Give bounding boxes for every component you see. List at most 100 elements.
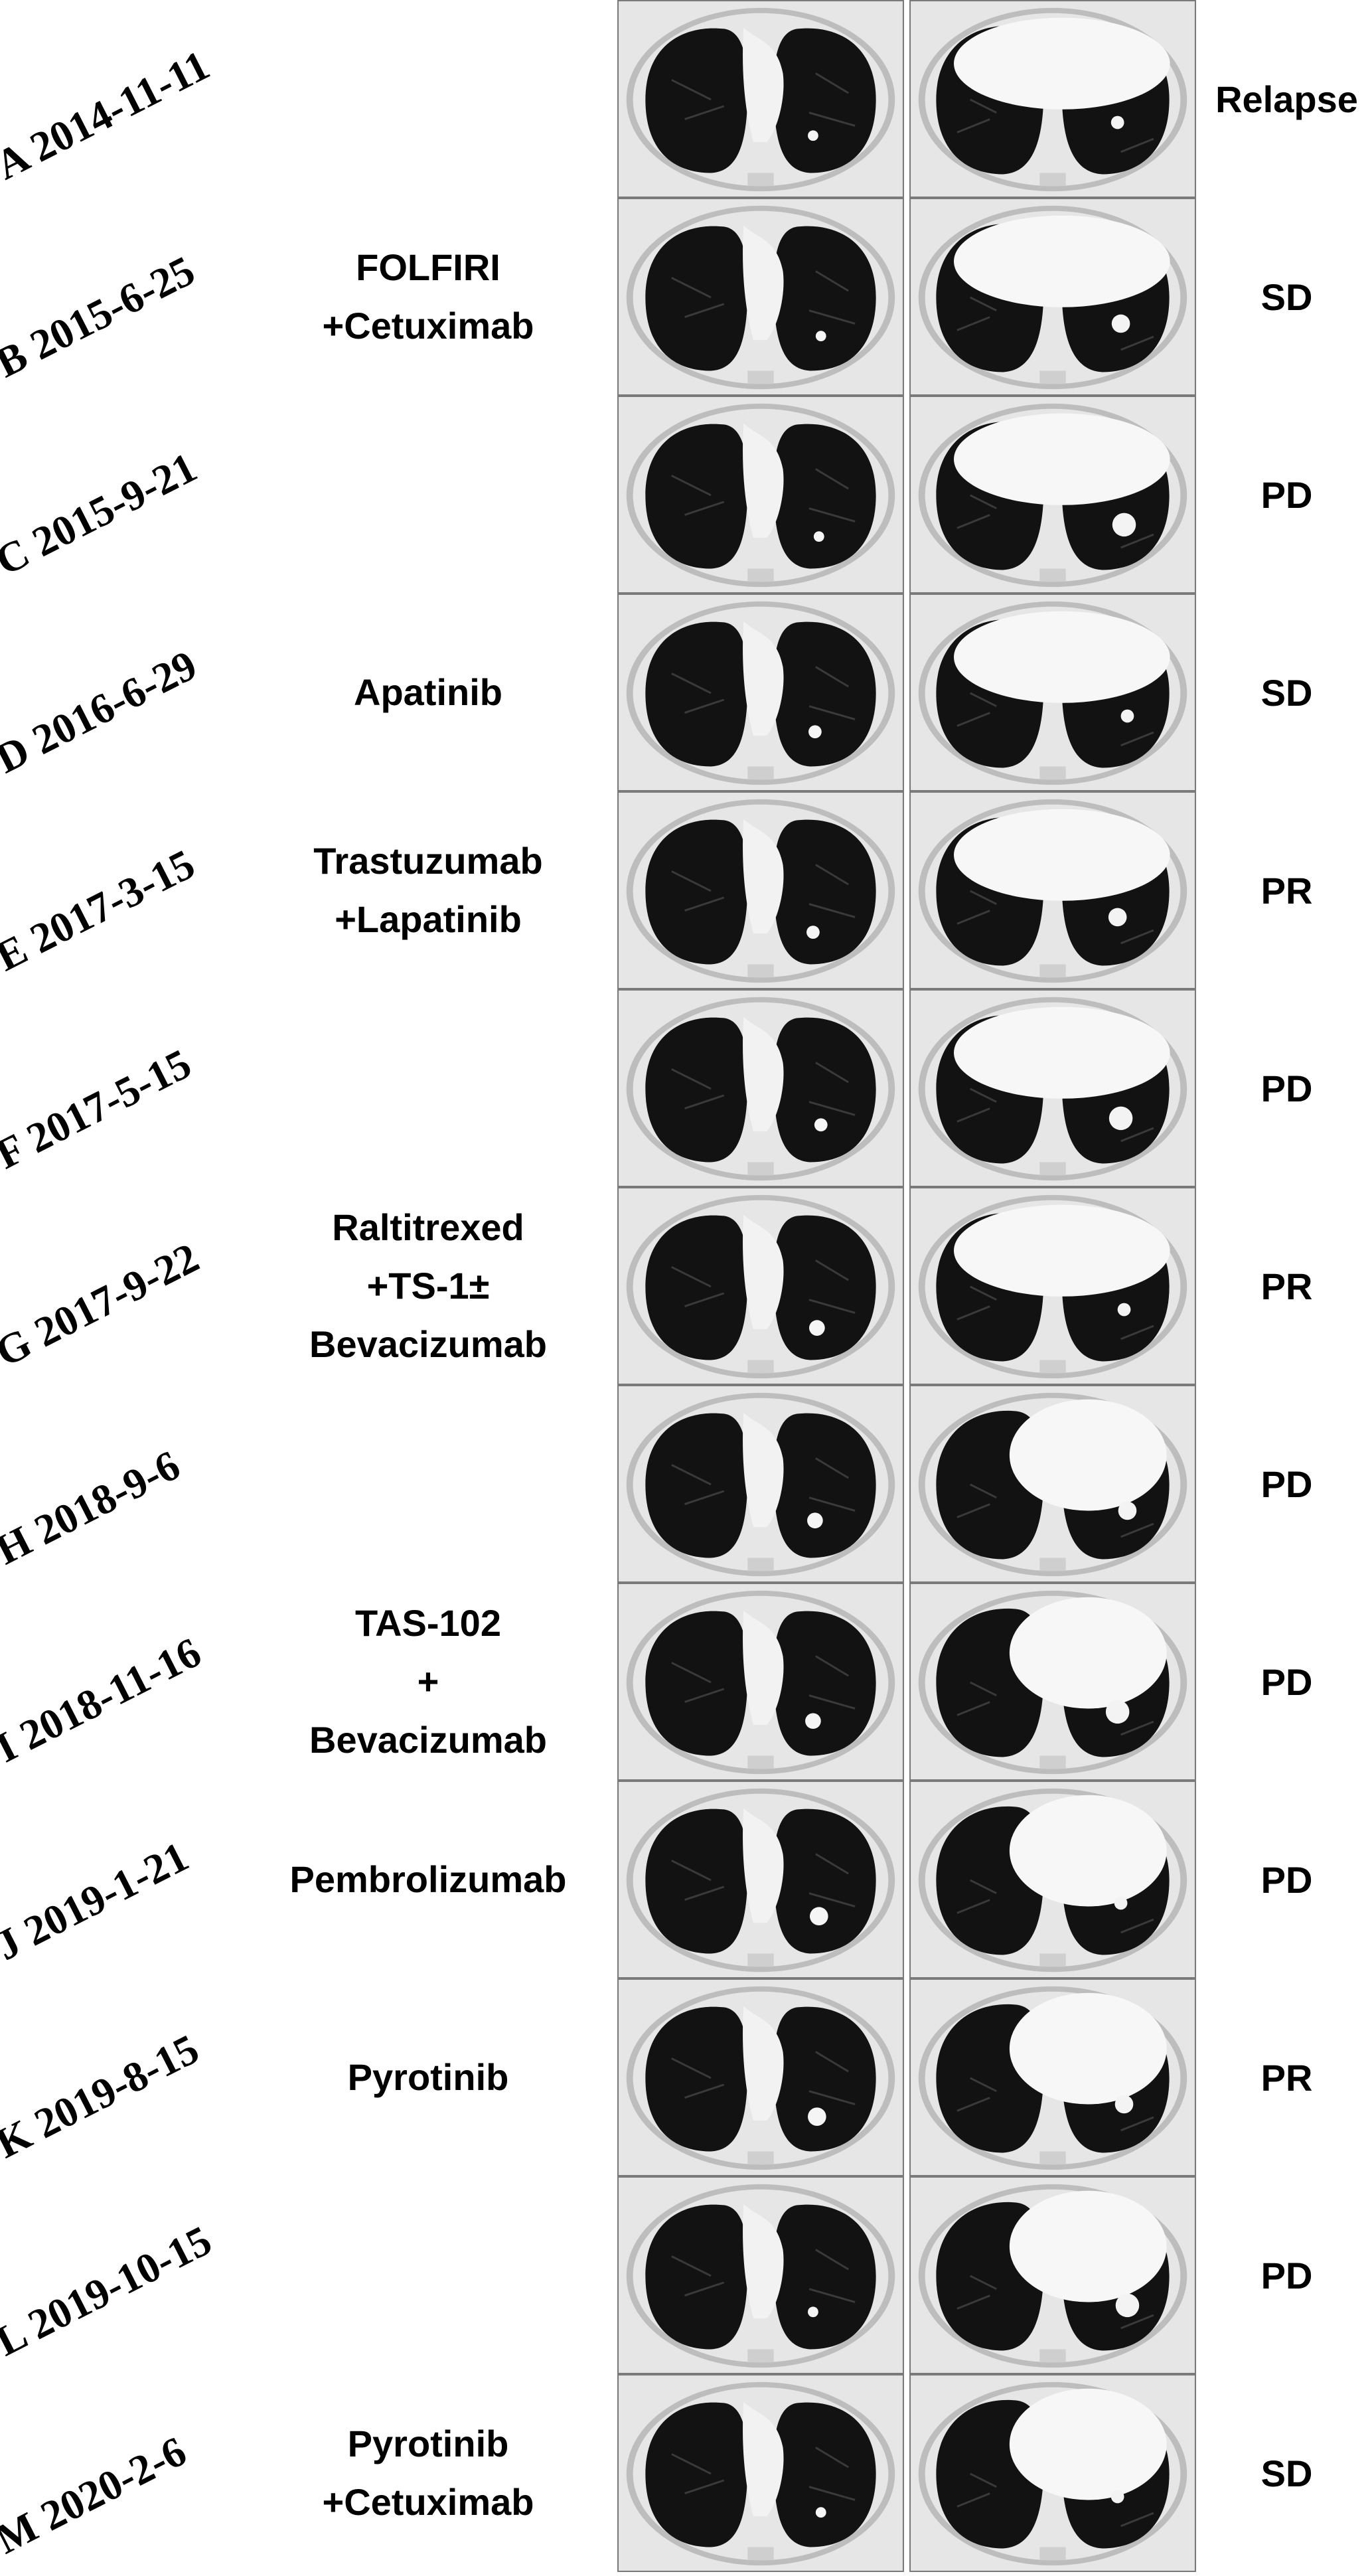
therapy-cell: Pyrotinib +Cetuximab [252,2374,604,2572]
timeline-row: F 2017-5-15 PD [0,989,1372,1187]
ct-scan-upper-lung-svg [619,397,903,592]
therapy-label: TAS-102 + Bevacizumab [309,1602,547,1761]
therapy-cell [252,2176,604,2374]
ct-scan-lower-lung-icon [909,396,1196,594]
therapy-cell: Pyrotinib [252,1978,604,2176]
ct-scan-upper-lung-svg [619,991,903,1186]
ct-scan-upper-lung-icon [617,989,904,1187]
ct-scan-lower-lung-icon [909,2374,1196,2572]
ct-scan-lower-lung-icon [909,1187,1196,1385]
therapy-label: Pyrotinib +Cetuximab [322,2423,534,2523]
response-label: PD [1260,2254,1313,2296]
ct-scan-upper-lung-svg [619,1386,903,1581]
ct-scan-lower-lung-svg [911,199,1195,394]
ct-scan-lower-lung-icon [909,198,1196,396]
response-label: PD [1260,1858,1313,1901]
therapy-cell: TAS-102 + Bevacizumab [252,1583,604,1781]
ct-scan-upper-lung-svg [619,1980,903,2175]
ct-scan-upper-lung-icon [617,1187,904,1385]
ct-scan-lower-lung-icon [909,0,1196,198]
response-label: PR [1260,869,1313,912]
therapy-cell [252,396,604,594]
therapy-label: Trastuzumab +Lapatinib [313,840,543,940]
therapy-cell: Raltitrexed +TS-1± Bevacizumab [252,1187,604,1385]
timeline-row: C 2015-9-21 PD [0,396,1372,594]
ct-scan-lower-lung-svg [911,397,1195,592]
therapy-cell [252,989,604,1187]
ct-scan-upper-lung-svg [619,1,903,197]
therapy-label: Apatinib [354,671,502,713]
ct-scan-upper-lung-svg [619,199,903,394]
ct-scan-upper-lung-icon [617,2374,904,2572]
ct-scan-lower-lung-svg [911,793,1195,988]
ct-scan-upper-lung-icon [617,791,904,989]
therapy-cell [252,0,604,198]
ct-scan-upper-lung-svg [619,793,903,988]
ct-scan-lower-lung-svg [911,2178,1195,2373]
ct-scan-lower-lung-svg [911,991,1195,1186]
therapy-cell: FOLFIRI +Cetuximab [252,198,604,396]
response-label: PD [1260,473,1313,516]
response-label: PR [1260,2056,1313,2099]
ct-scan-lower-lung-icon [909,989,1196,1187]
therapy-cell: Pembrolizumab [252,1781,604,1978]
ct-scan-lower-lung-icon [909,1978,1196,2176]
response-label: PD [1260,1463,1313,1505]
therapy-cell: Trastuzumab +Lapatinib [252,791,604,989]
response-label: SD [1260,276,1313,318]
timeline-row: H 2018-9-6 PD [0,1385,1372,1583]
response-label: SD [1260,2452,1313,2494]
ct-scan-upper-lung-icon [617,396,904,594]
therapy-cell [252,1385,604,1583]
ct-scan-upper-lung-icon [617,1583,904,1781]
ct-scan-upper-lung-svg [619,2178,903,2373]
ct-scan-lower-lung-icon [909,594,1196,791]
response-label: PD [1260,1067,1313,1109]
ct-scan-upper-lung-icon [617,594,904,791]
ct-scan-lower-lung-svg [911,1782,1195,1977]
ct-scan-upper-lung-icon [617,1781,904,1978]
ct-scan-lower-lung-svg [911,1980,1195,2175]
ct-scan-upper-lung-svg [619,595,903,790]
ct-scan-lower-lung-icon [909,1583,1196,1781]
ct-scan-upper-lung-svg [619,1188,903,1384]
ct-scan-lower-lung-icon [909,2176,1196,2374]
ct-scan-lower-lung-svg [911,595,1195,790]
ct-scan-upper-lung-svg [619,1782,903,1977]
response-label: SD [1260,671,1313,714]
therapy-cell: Apatinib [252,594,604,791]
ct-scan-lower-lung-icon [909,791,1196,989]
ct-scan-lower-lung-svg [911,1188,1195,1384]
ct-scan-lower-lung-svg [911,1584,1195,1779]
response-label: Relapse [1215,78,1358,120]
response-label: PD [1260,1660,1313,1703]
ct-scan-upper-lung-icon [617,1385,904,1583]
therapy-label: FOLFIRI +Cetuximab [322,246,534,347]
ct-scan-upper-lung-icon [617,2176,904,2374]
ct-scan-upper-lung-icon [617,1978,904,2176]
ct-scan-lower-lung-icon [909,1385,1196,1583]
ct-scan-lower-lung-svg [911,1386,1195,1581]
ct-scan-lower-lung-svg [911,2375,1195,2571]
timeline-row: A 2014-11-11 Relapse [0,0,1372,198]
therapy-label: Raltitrexed +TS-1± Bevacizumab [309,1206,547,1365]
ct-scan-lower-lung-icon [909,1781,1196,1978]
ct-scan-upper-lung-icon [617,198,904,396]
response-label: PR [1260,1265,1313,1307]
ct-scan-upper-lung-icon [617,0,904,198]
timeline-row: L 2019-10-15 PD [0,2176,1372,2374]
ct-scan-upper-lung-svg [619,1584,903,1779]
therapy-label: Pyrotinib [347,2056,509,2098]
therapy-label: Pembrolizumab [289,1858,567,1900]
ct-scan-lower-lung-svg [911,1,1195,197]
ct-scan-upper-lung-svg [619,2375,903,2571]
